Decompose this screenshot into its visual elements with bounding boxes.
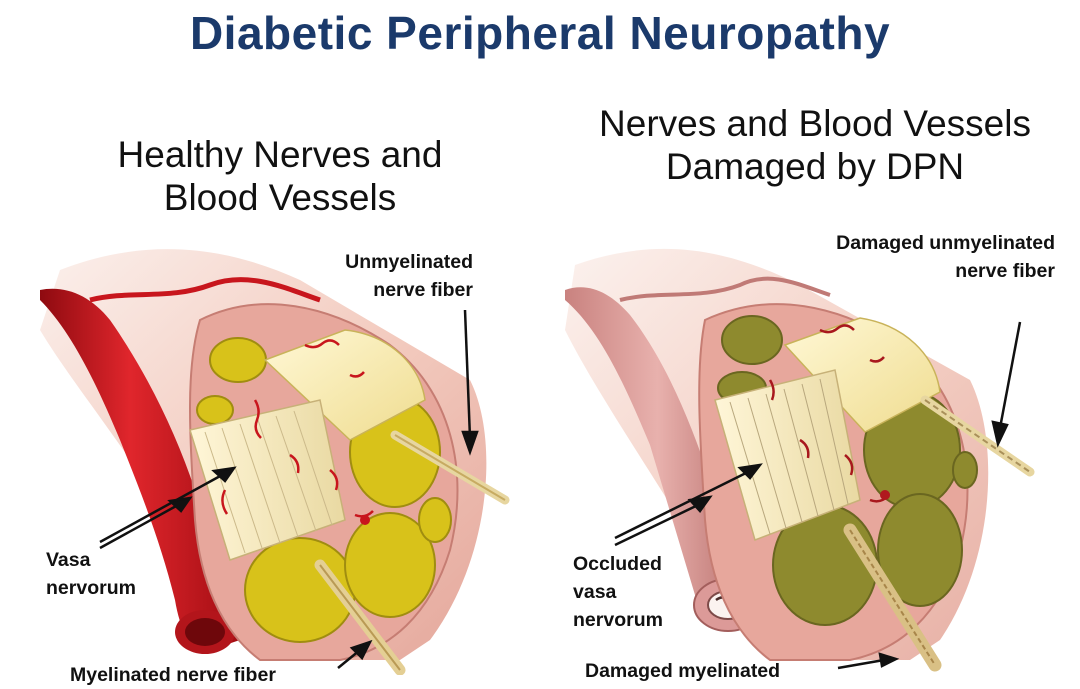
healthy-title-line1: Healthy Nerves and xyxy=(117,134,443,175)
damaged-vessel xyxy=(565,287,750,625)
label-unmyelinated-line1: Unmyelinated xyxy=(345,251,473,273)
healthy-title-line2: Blood Vessels xyxy=(163,177,397,218)
healthy-nerve-illustration xyxy=(40,249,510,675)
damaged-fiber-bundle xyxy=(714,369,861,541)
label-occluded-vasa-nervorum: Occluded vasa nervorum xyxy=(573,550,663,634)
label-damaged-unmyelinated-nerve-fiber: Damaged unmyelinated nerve fiber xyxy=(770,229,1055,285)
healthy-fascicle xyxy=(209,337,267,383)
page-title: Diabetic Peripheral Neuropathy xyxy=(189,7,891,59)
label-occluded-line1: Occluded xyxy=(573,553,662,575)
label-damaged-unmyelinated-line2: nerve fiber xyxy=(955,260,1055,282)
healthy-panel-title: Healthy Nerves and Blood Vessels xyxy=(60,133,500,219)
damaged-fascicle xyxy=(721,315,783,365)
label-vasa-line1: Vasa xyxy=(46,549,91,571)
label-unmyelinated-nerve-fiber: Unmyelinated nerve fiber xyxy=(308,248,473,304)
label-unmyelinated-line2: nerve fiber xyxy=(373,279,473,301)
healthy-vessel xyxy=(40,288,240,650)
label-occluded-line2: vasa xyxy=(573,581,617,603)
illustration xyxy=(40,248,1035,675)
label-occluded-line3: nervorum xyxy=(573,609,663,631)
label-vasa-nervorum: Vasa nervorum xyxy=(46,546,136,602)
damaged-nerve-illustration xyxy=(565,248,1035,672)
label-damaged-myelinated: Damaged myelinated xyxy=(585,660,781,682)
damaged-title-line2: Damaged by DPN xyxy=(665,146,965,187)
healthy-fiber-bundle xyxy=(189,399,346,561)
label-damaged-unmyelinated-line1: Damaged unmyelinated xyxy=(836,232,1055,254)
label-vasa-line2: nervorum xyxy=(46,577,136,599)
damaged-panel-title: Nerves and Blood Vessels Damaged by DPN xyxy=(555,102,1075,188)
label-myelinated-nerve-fiber: Myelinated nerve fiber xyxy=(70,664,276,686)
damaged-title-line1: Nerves and Blood Vessels xyxy=(599,103,1031,144)
